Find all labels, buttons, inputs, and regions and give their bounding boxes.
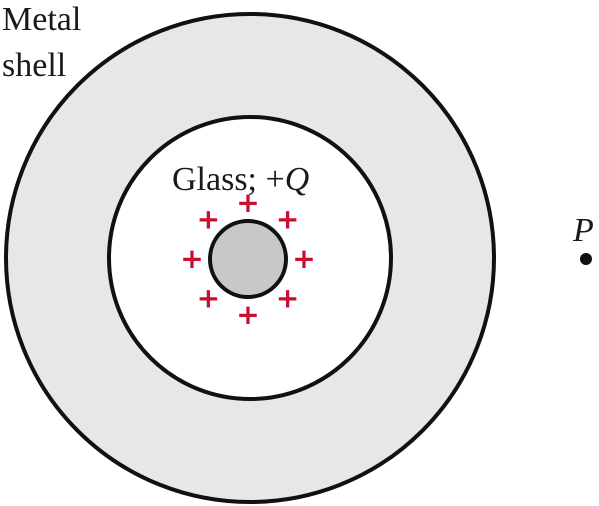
glass-charge-symbol: Q [285,161,310,198]
glass-sphere [208,219,288,299]
charge-group: + + + + + + + + [180,186,315,331]
positive-charge-6: + [197,282,220,315]
positive-charge-2: + [276,202,299,235]
glass-label-prefix: Glass; + [172,161,285,198]
positive-charge-7: + [180,242,203,275]
positive-charge-3: + [292,242,315,275]
glass-label: Glass; +Q [172,161,309,198]
metal-shell-label-line2: shell [2,47,66,84]
point-p-dot [580,253,592,265]
positive-charge-1: + [236,186,259,219]
point-p-label: P [572,212,594,249]
metal-shell-label-line1: Metal [2,1,81,38]
positive-charge-5: + [236,298,259,331]
positive-charge-4: + [276,282,299,315]
positive-charge-8: + [197,202,220,235]
